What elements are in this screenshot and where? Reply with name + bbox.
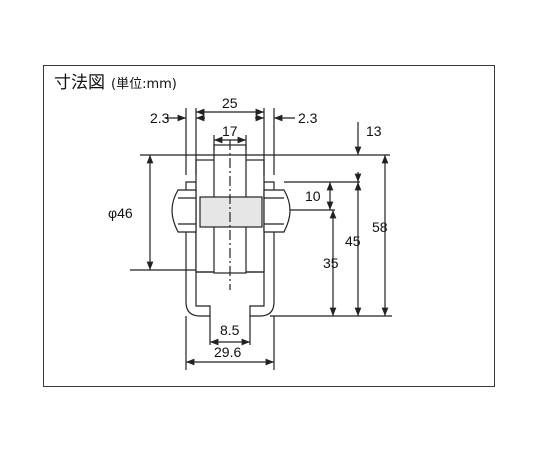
dim-label-35: 35 xyxy=(323,255,339,271)
dim-label-23-left: 2.3 xyxy=(150,110,170,126)
dim-label-58: 58 xyxy=(372,219,388,235)
dim-label-25: 25 xyxy=(222,95,238,111)
nut-right xyxy=(263,189,291,233)
dim-label-10: 10 xyxy=(305,188,321,204)
unit-note: (単位:mm) xyxy=(111,77,177,92)
dim-label-46: φ46 xyxy=(108,205,133,221)
nut-left xyxy=(171,189,197,233)
dim-label-85: 8.5 xyxy=(220,322,240,338)
drawing-frame xyxy=(43,65,495,387)
dim-label-13: 13 xyxy=(366,123,382,139)
drawing-title: 寸法図 (単位:mm) xyxy=(54,68,177,93)
axle-center xyxy=(199,196,263,228)
dim-label-23-right: 2.3 xyxy=(298,110,318,126)
dim-label-45: 45 xyxy=(345,233,361,249)
title-text: 寸法図 xyxy=(54,73,105,93)
dim-label-17: 17 xyxy=(222,123,238,139)
dim-label-296: 29.6 xyxy=(214,344,241,360)
